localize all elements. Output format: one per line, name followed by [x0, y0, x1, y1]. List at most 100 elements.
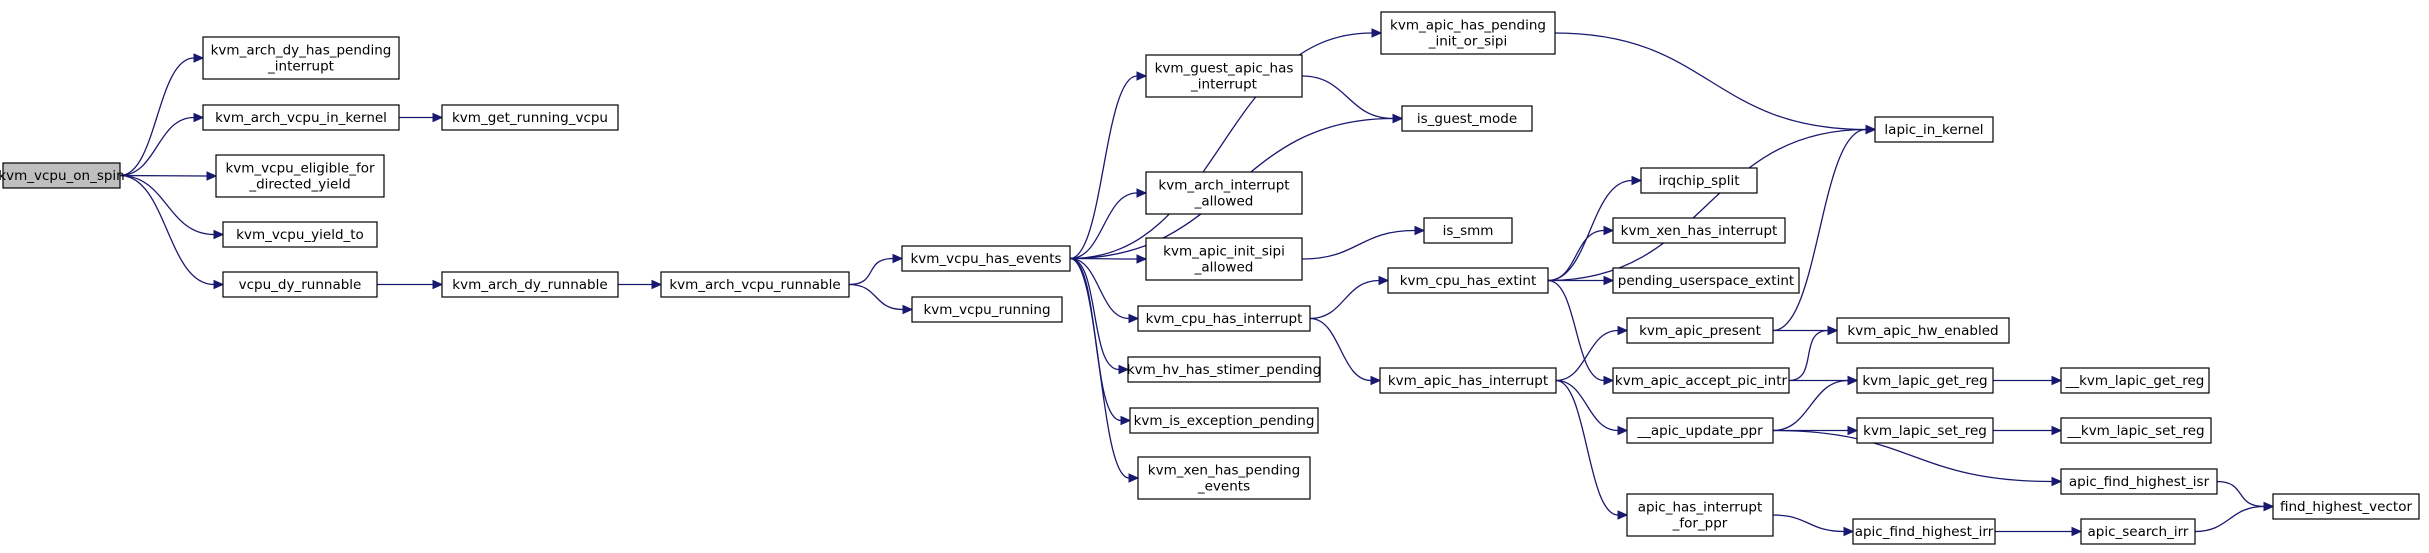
node-box	[1640, 167, 1758, 194]
node-kvm-vcpu-running[interactable]: kvm_vcpu_running	[911, 296, 1063, 323]
edge-kvm-vcpu-on-spin-to-vcpu-dy-runnable	[119, 174, 225, 290]
node-kvm-hv-has-stimer-pending[interactable]: kvm_hv_has_stimer_pending	[1127, 356, 1321, 383]
node-kvm-arch-interrupt-allowed[interactable]: kvm_arch_interrupt_allowed	[1145, 171, 1303, 215]
node-label: vcpu_dy_runnable	[239, 277, 362, 293]
edge-apic-find-highest-irr-to-apic-search-irr	[1995, 526, 2083, 537]
node-kvm-xen-has-pending-events[interactable]: kvm_xen_has_pending_events	[1137, 456, 1311, 500]
arrowhead	[213, 229, 225, 240]
edge-kvm-vcpu-has-events-to-kvm-apic-has-pending-init-or-sipi	[1069, 28, 1383, 260]
arrowhead	[193, 53, 205, 63]
node-kvm-vcpu-eligible-for-directed-yield[interactable]: kvm_vcpu_eligible_for_directed_yield	[215, 154, 385, 198]
node-vcpu-dy-runnable[interactable]: vcpu_dy_runnable	[222, 271, 378, 298]
node-pending-userspace-extint[interactable]: pending_userspace_extint	[1612, 267, 1800, 294]
node-box	[2, 162, 121, 189]
node-kvm-apic-has-pending-init-or-sipi[interactable]: kvm_apic_has_pending_init_or_sipi	[1380, 11, 1556, 55]
node-kvm-arch-vcpu-in-kernel[interactable]: kvm_arch_vcpu_in_kernel	[202, 104, 400, 131]
node-box	[1129, 407, 1319, 434]
arrowhead	[892, 253, 904, 264]
node-lapic-in-kernel[interactable]: lapic_in_kernel	[1874, 116, 1994, 143]
node-kvm-lapic-set-reg[interactable]: kvm_lapic_set_reg	[1856, 417, 1994, 444]
node-kvm-arch-dy-has-pending-interrupt[interactable]: kvm_arch_dy_has_pending_interrupt	[202, 36, 400, 80]
edge-kvm-vcpu-on-spin-to-kvm-vcpu-eligible-for-directed-yield	[119, 171, 218, 181]
node-is-smm[interactable]: is_smm	[1423, 217, 1513, 244]
edge-kvm-guest-apic-has-interrupt-to-is-guest-mode	[1301, 75, 1404, 124]
node-apic-find-highest-irr[interactable]: apic_find_highest_irr	[1852, 518, 1996, 545]
edge-kvm-apic-accept-pic-intr-to-kvm-apic-hw-enabled	[1788, 325, 1839, 382]
arrowhead	[1847, 425, 1859, 436]
edge-line	[1069, 257, 1130, 479]
node-is-guest-mode[interactable]: is_guest_mode	[1401, 105, 1533, 132]
node-kvm-get-running-vcpu[interactable]: kvm_get_running_vcpu	[441, 104, 619, 131]
node-kvm-lapic-get-reg[interactable]: kvm_lapic_get_reg	[1856, 367, 1994, 394]
node-irqchip-split[interactable]: irqchip_split	[1640, 167, 1758, 194]
node-box	[1145, 171, 1303, 215]
node-kvm-guest-apic-has-interrupt[interactable]: kvm_guest_apic_has_interrupt	[1145, 54, 1303, 98]
node-label: kvm_lapic_set_reg	[1863, 423, 1987, 439]
node-kvm-lapic-set-reg[interactable]: __kvm_lapic_set_reg	[2060, 417, 2212, 444]
edge-kvm-apic-has-interrupt-to-kvm-apic-present	[1555, 325, 1629, 382]
node-apic-find-highest-isr[interactable]: apic_find_highest_isr	[2060, 468, 2218, 495]
node-label: irqchip_split	[1658, 173, 1739, 189]
edge-line	[1555, 379, 1619, 516]
node-label: apic_find_highest_irr	[1855, 524, 1994, 540]
arrowhead	[193, 112, 205, 123]
node-label: kvm_apic_present	[1639, 323, 1761, 339]
node-box	[660, 271, 850, 298]
node-kvm-cpu-has-extint[interactable]: kvm_cpu_has_extint	[1387, 267, 1549, 294]
arrowhead	[1617, 510, 1629, 520]
node-kvm-vcpu-yield-to[interactable]: kvm_vcpu_yield_to	[222, 221, 378, 248]
node-apic-has-interrupt-for-ppr[interactable]: apic_has_interrupt_for_ppr	[1626, 493, 1774, 537]
edge-line	[1772, 128, 1867, 332]
node-apic-update-ppr[interactable]: __apic_update_ppr	[1626, 417, 1774, 444]
edge-kvm-cpu-has-extint-to-kvm-apic-accept-pic-intr	[1547, 279, 1615, 386]
node-kvm-apic-has-interrupt[interactable]: kvm_apic_has_interrupt	[1379, 367, 1557, 394]
node-box	[215, 154, 385, 198]
edge-kvm-vcpu-has-events-to-kvm-cpu-has-interrupt	[1069, 257, 1140, 324]
node-label: kvm_arch_dy_has_pending	[211, 43, 392, 59]
node-box	[441, 104, 619, 131]
edge-kvm-vcpu-has-events-to-kvm-xen-has-pending-events	[1069, 257, 1140, 483]
node-label: kvm_apic_has_interrupt	[1388, 373, 1548, 389]
node-label: kvm_is_exception_pending	[1134, 413, 1315, 429]
edge-kvm-arch-dy-runnable-to-kvm-arch-vcpu-runnable	[618, 279, 663, 290]
arrowhead	[213, 279, 225, 290]
node-box	[1127, 356, 1321, 383]
node-kvm-apic-hw-enabled[interactable]: kvm_apic_hw_enabled	[1836, 317, 2010, 344]
node-kvm-apic-present[interactable]: kvm_apic_present	[1626, 317, 1774, 344]
node-box	[1612, 217, 1786, 244]
node-box	[911, 296, 1063, 323]
arrowhead	[1118, 364, 1130, 375]
node-label: apic_search_irr	[2088, 524, 2189, 540]
node-box	[441, 271, 619, 298]
node-box	[1856, 417, 1994, 444]
node-kvm-apic-init-sipi-allowed[interactable]: kvm_apic_init_sipi_allowed	[1145, 237, 1303, 281]
node-kvm-arch-vcpu-runnable[interactable]: kvm_arch_vcpu_runnable	[660, 271, 850, 298]
node-kvm-is-exception-pending[interactable]: kvm_is_exception_pending	[1129, 407, 1319, 434]
arrowhead	[1603, 275, 1615, 286]
node-kvm-arch-dy-runnable[interactable]: kvm_arch_dy_runnable	[441, 271, 619, 298]
node-box	[2272, 493, 2420, 520]
node-label: _interrupt	[1190, 77, 1257, 93]
node-kvm-vcpu-on-spin[interactable]: kvm_vcpu_on_spin	[0, 162, 125, 189]
edge-line	[119, 174, 215, 236]
edge-apic-update-ppr-to-apic-find-highest-isr	[1772, 429, 2063, 487]
node-kvm-lapic-get-reg[interactable]: __kvm_lapic_get_reg	[2060, 367, 2210, 394]
arrowhead	[1136, 71, 1148, 81]
arrowhead	[1603, 225, 1615, 236]
node-label: kvm_vcpu_eligible_for	[225, 161, 375, 177]
edge-kvm-arch-vcpu-runnable-to-kvm-vcpu-has-events	[848, 253, 904, 286]
node-apic-search-irr[interactable]: apic_search_irr	[2080, 518, 2196, 545]
edge-line	[2216, 480, 2265, 508]
node-label: _init_or_sipi	[1428, 34, 1508, 50]
edge-line	[1069, 32, 1373, 260]
node-label: is_smm	[1443, 223, 1494, 239]
node-kvm-apic-accept-pic-intr[interactable]: kvm_apic_accept_pic_intr	[1612, 367, 1790, 394]
node-kvm-xen-has-interrupt[interactable]: kvm_xen_has_interrupt	[1612, 217, 1786, 244]
arrowhead	[1370, 375, 1382, 386]
node-label: kvm_vcpu_has_events	[910, 251, 1061, 267]
node-kvm-vcpu-has-events[interactable]: kvm_vcpu_has_events	[901, 245, 1071, 272]
node-find-highest-vector[interactable]: find_highest_vector	[2272, 493, 2420, 520]
edge-line	[1069, 192, 1138, 260]
node-kvm-cpu-has-interrupt[interactable]: kvm_cpu_has_interrupt	[1137, 305, 1311, 332]
